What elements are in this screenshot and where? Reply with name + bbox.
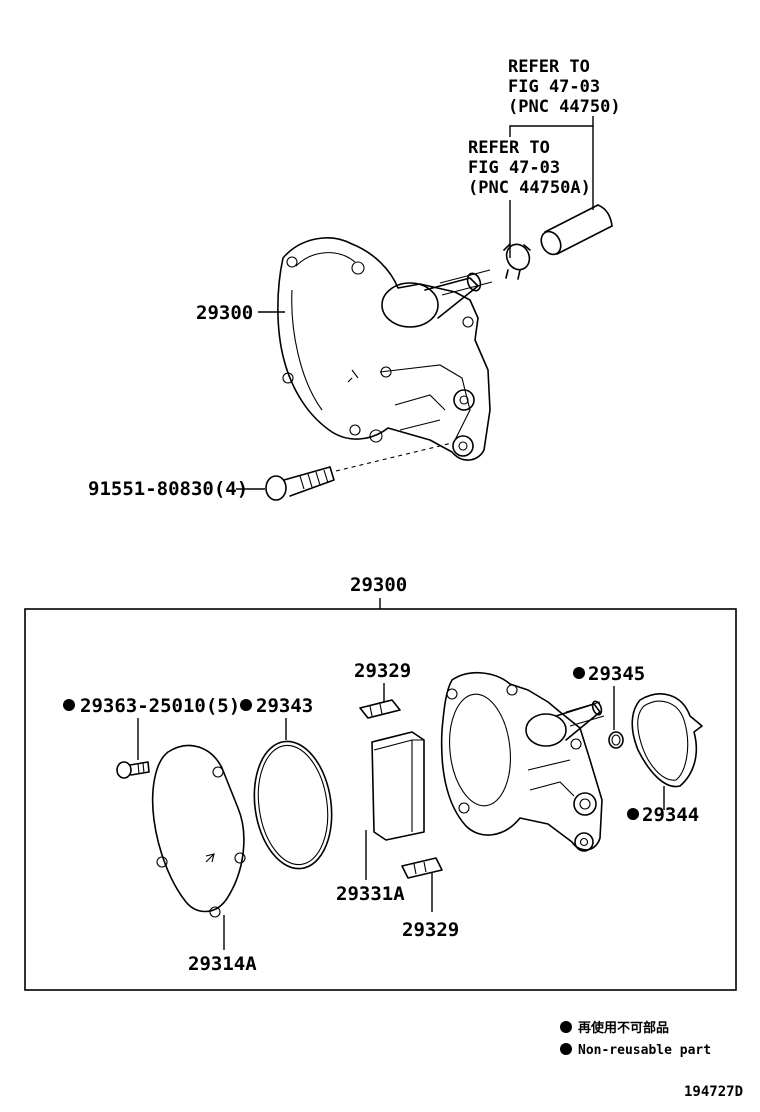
vane-bottom-group: 29329 xyxy=(401,857,459,941)
callout-29344: 29344 xyxy=(642,804,699,826)
legend: 再使用不可部品 Non-reusable part xyxy=(560,1020,711,1058)
callout-29329-top: 29329 xyxy=(354,660,411,682)
gasket-group: 29344 xyxy=(627,693,703,826)
kit-bolt-group: 29363-25010(5) xyxy=(63,695,240,779)
refer-line-3: (PNC 44750) xyxy=(508,97,621,117)
rotor-group: 29331A xyxy=(336,731,425,905)
legend-marker-jp xyxy=(560,1021,572,1033)
non-reusable-marker xyxy=(240,699,252,711)
non-reusable-marker xyxy=(627,808,639,820)
vacuum-hose xyxy=(540,204,613,256)
kit-header-29300: 29300 xyxy=(350,574,407,596)
o-ring-group: 29343 xyxy=(240,695,333,870)
callout-29329-bottom: 29329 xyxy=(402,919,459,941)
refer-note-44750a: REFER TO FIG 47-03 (PNC 44750A) xyxy=(468,138,591,198)
refer-note-44750: REFER TO FIG 47-03 (PNC 44750) xyxy=(508,57,621,117)
callout-29343: 29343 xyxy=(256,695,313,717)
callout-29363: 29363-25010(5) xyxy=(80,695,240,717)
refer-leader-lines xyxy=(509,116,594,258)
legend-marker-en xyxy=(560,1043,572,1055)
vacuum-pump-assembly-top xyxy=(277,237,493,461)
flange-bolt xyxy=(265,442,453,501)
non-reusable-marker xyxy=(573,667,585,679)
callout-29300-pump: 29300 xyxy=(196,302,253,324)
pump-housing-kit xyxy=(440,671,605,852)
refer-line-2: FIG 47-03 xyxy=(508,77,600,97)
callout-29345: 29345 xyxy=(588,663,645,685)
check-valve-group: 29345 xyxy=(573,663,645,749)
callout-29331a: 29331A xyxy=(336,883,405,905)
repair-kit-frame xyxy=(24,608,737,991)
refer-line-1: REFER TO xyxy=(508,57,590,77)
refer-line-3: (PNC 44750A) xyxy=(468,178,591,198)
hose-clamp xyxy=(503,243,531,280)
non-reusable-marker xyxy=(63,699,75,711)
legend-text-en: Non-reusable part xyxy=(578,1043,711,1058)
refer-line-1: REFER TO xyxy=(468,138,550,158)
legend-text-jp: 再使用不可部品 xyxy=(578,1020,669,1036)
callout-29314a: 29314A xyxy=(188,953,257,975)
figure-id: 194727D xyxy=(684,1084,743,1100)
refer-line-2: FIG 47-03 xyxy=(468,158,560,178)
pump-cover-group: 29314A xyxy=(151,744,257,975)
vane-top-group: 29329 xyxy=(354,660,411,719)
callout-91551-bolt: 91551-80830(4) xyxy=(88,478,248,500)
